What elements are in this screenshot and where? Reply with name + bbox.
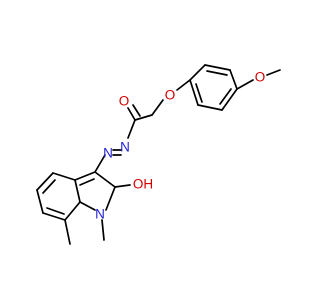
bond-c2-n1 xyxy=(105,186,116,211)
bond-ring-a3 xyxy=(189,64,206,81)
molecule-structure: O O O N N N OH xyxy=(36,64,281,245)
bond-layer xyxy=(36,64,281,245)
atom-label-layer: O O O N N N OH xyxy=(95,70,265,222)
bond-n-c3 xyxy=(94,154,106,173)
hydroxy-label: OH xyxy=(133,177,153,192)
bond-benz-2 xyxy=(36,172,54,191)
bond-benz-5 xyxy=(64,201,81,221)
bond-ring-a1 xyxy=(229,69,238,90)
bond-c3a-c3 xyxy=(74,171,96,181)
bond-benz-1 xyxy=(52,172,76,181)
bond-ring-a2-inner xyxy=(206,70,228,76)
bond-c3-c2 xyxy=(94,171,116,188)
bond-ring-a6 xyxy=(221,88,238,111)
bond-ring-a2 xyxy=(204,64,231,71)
bond-c3a-c3-inner xyxy=(79,178,95,186)
carbonyl-oxygen-label: O xyxy=(119,94,130,109)
indole-nitrogen-label: N xyxy=(95,207,105,222)
bond-benz-3 xyxy=(36,189,44,214)
bond-ring-a6-inner xyxy=(219,88,232,105)
azo-nitrogen-1-label: N xyxy=(120,140,130,155)
bond-ring-a4 xyxy=(189,79,199,106)
bond-aryl-o2 xyxy=(176,79,191,91)
bond-ring-a4-inner xyxy=(195,83,203,103)
bond-c2-oh xyxy=(114,184,131,188)
bond-benz-4-inner xyxy=(46,207,65,215)
azo-nitrogen-2-label: N xyxy=(103,146,113,161)
bond-benz-4 xyxy=(42,212,66,221)
bond-n-methyl xyxy=(101,219,105,241)
bond-ch2-carbonyl xyxy=(134,114,153,121)
bond-o-aryl xyxy=(236,79,254,90)
bond-co-2 xyxy=(132,104,141,117)
bond-carbonyl-n xyxy=(127,119,136,139)
bond-o2-ch2 xyxy=(151,99,164,116)
bond-methyl-o xyxy=(266,69,281,76)
bond-benz-2-inner xyxy=(42,179,56,194)
ether-oxygen-label: O xyxy=(165,88,176,103)
bond-c7a-c3a xyxy=(74,179,81,203)
bond-n1-c7a xyxy=(79,201,96,211)
bond-co-1 xyxy=(127,107,136,121)
bond-c7-methyl xyxy=(64,219,71,245)
bond-ring-a5 xyxy=(197,104,223,111)
methoxy-oxygen-label: O xyxy=(255,70,266,85)
